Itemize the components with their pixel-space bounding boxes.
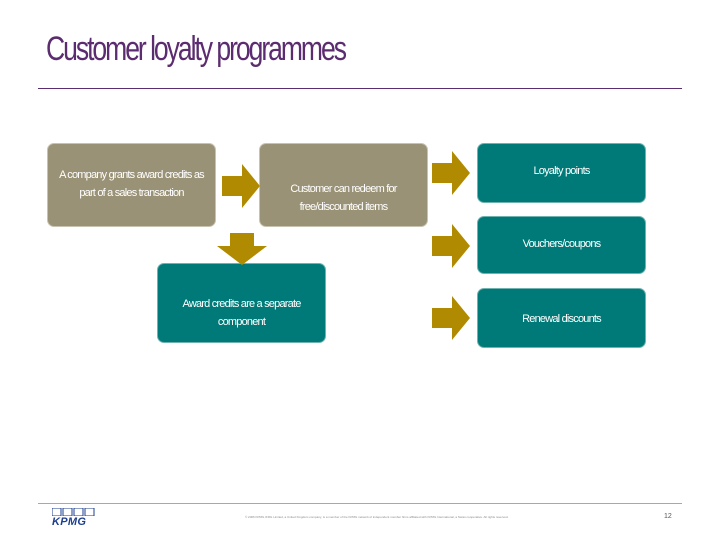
page-number: 12 — [664, 513, 672, 520]
node-separate-component: Award credits are a separate component — [157, 263, 326, 343]
node-redeem: Customer can redeem for free/discounted … — [259, 143, 428, 227]
kpmg-logo-icon — [52, 508, 95, 516]
arrow-grant-to-redeem — [222, 164, 260, 208]
kpmg-logo: KPMG — [52, 516, 87, 528]
node-loyalty-points: Loyalty points — [477, 143, 646, 203]
node-separate-label: Award credits are a separate component — [182, 298, 301, 328]
arrow-down-to-separate — [217, 233, 267, 265]
node-grant-award-credits: A company grants award credits as part o… — [47, 143, 216, 227]
node-renewal-discounts: Renewal discounts — [477, 288, 646, 348]
footer-divider — [38, 503, 682, 504]
title-divider — [38, 88, 682, 89]
footer-copyright: © 2006 KPMG IFRG Limited, a United Kingd… — [245, 515, 509, 519]
node-loyalty-points-label: Loyalty points — [533, 165, 590, 178]
node-renewal-label: Renewal discounts — [522, 313, 602, 326]
arrow-to-loyalty-points — [432, 151, 470, 195]
arrow-to-vouchers — [432, 224, 470, 268]
node-redeem-label: Customer can redeem for free/discounted … — [290, 183, 397, 213]
node-vouchers: Vouchers/coupons — [477, 216, 646, 274]
slide-title: Customer loyalty programmes — [46, 30, 347, 68]
node-vouchers-label: Vouchers/coupons — [522, 238, 602, 251]
arrow-to-renewal-discounts — [432, 296, 470, 340]
node-grant-label: A company grants award credits as part o… — [59, 169, 205, 199]
